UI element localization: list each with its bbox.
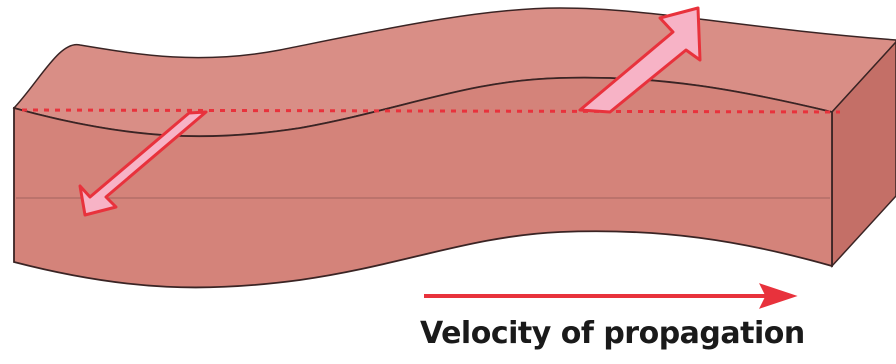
propagation-caption: Velocity of propagation [420,316,820,351]
undeformed-reference-line [22,110,840,112]
arrow-right-icon [424,284,796,308]
